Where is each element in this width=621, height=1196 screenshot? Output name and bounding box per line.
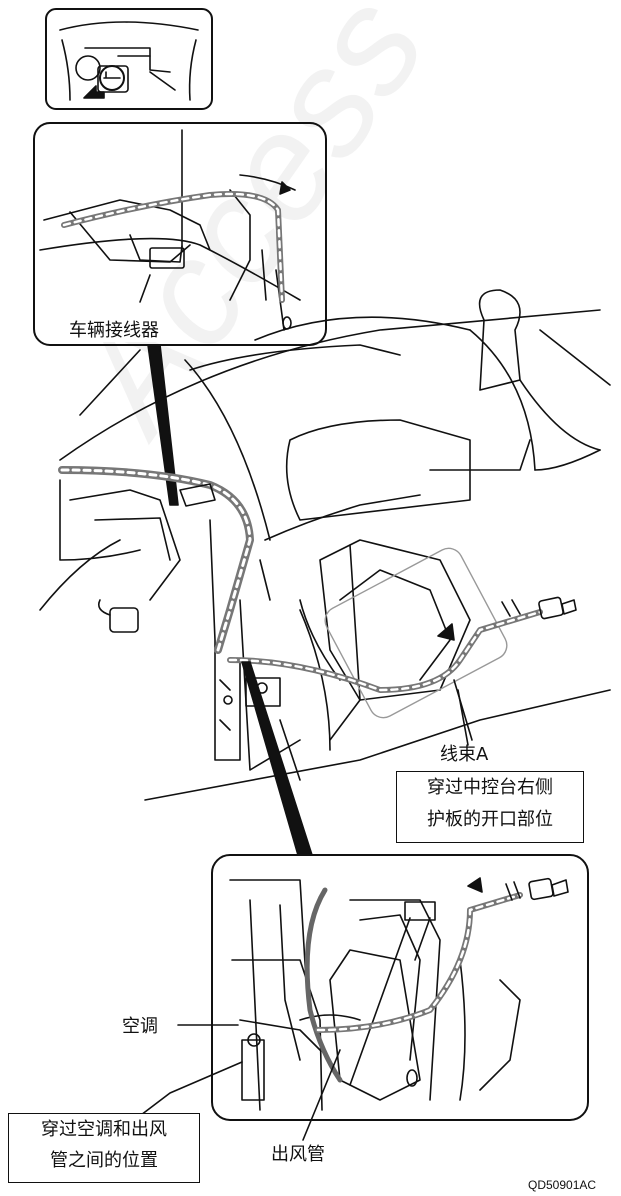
upper-pointer-wedge [147, 344, 179, 506]
console-main-view [39, 289, 611, 801]
ac-note-line2: 管之间的位置 [50, 1150, 158, 1171]
upper-detail-inset [33, 122, 327, 346]
console-note-line1: 穿过中控台右侧 [427, 777, 553, 798]
console-note-line2: 护板的开口部位 [427, 809, 553, 830]
locator-inset [45, 8, 213, 110]
vehicle-connector-label: 车辆接线器 [67, 316, 161, 342]
air-duct-label: 出风管 [271, 1144, 325, 1165]
lower-pointer-wedge [241, 661, 313, 856]
air-conditioner-label: 空调 [122, 1016, 158, 1037]
locator-arrow [83, 85, 105, 99]
harness-a-label: 线束A [440, 744, 489, 765]
figure-code: QD50901AC [528, 1178, 597, 1192]
ac-note-line1: 穿过空调和出风 [41, 1119, 167, 1140]
ac-duct-gap-note: 穿过空调和出风 管之间的位置 [8, 1113, 200, 1183]
console-opening-note: 穿过中控台右侧 护板的开口部位 [396, 771, 584, 843]
